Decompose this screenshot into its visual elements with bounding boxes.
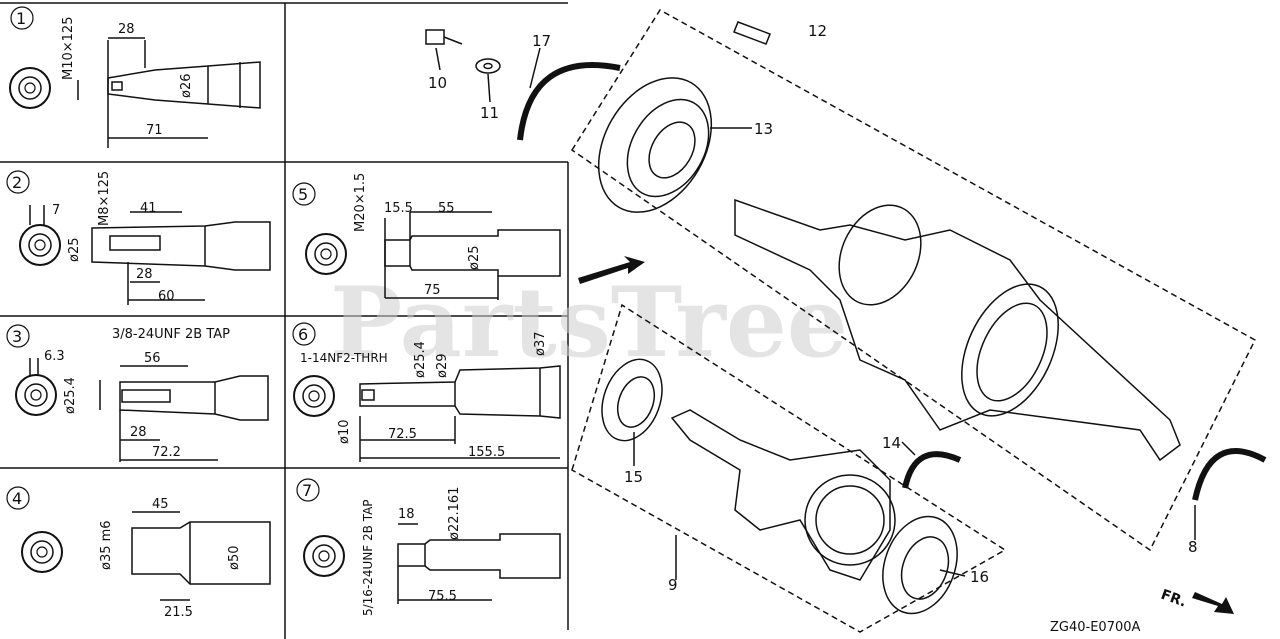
- dimension-label: 28: [130, 425, 147, 440]
- callout-11: 11: [480, 104, 499, 122]
- callout-8: 8: [1188, 538, 1198, 556]
- dimension-label: 55: [438, 201, 455, 216]
- dimension-label: 56: [144, 351, 161, 366]
- variant-grid: [0, 2, 569, 639]
- dimension-label: 45: [152, 497, 169, 512]
- dimension-label: ø25.4: [63, 377, 78, 414]
- dimension-label: 5/16-24UNF 2B TAP: [361, 499, 375, 616]
- shaft-drawing: [359, 365, 561, 462]
- variant-4: 4 45 ø35 m6 ø50 21.5: [6, 486, 271, 620]
- dimension-label: 75: [424, 283, 441, 298]
- dimension-label: 28: [136, 267, 153, 282]
- diagram-code: ZG40-E0700A: [1050, 620, 1141, 635]
- dimension-label: 41: [140, 201, 157, 216]
- dimension-label: 1-14NF2-THRH: [300, 351, 388, 365]
- front-direction-arrow: [1192, 592, 1234, 614]
- callout-13: 13: [754, 120, 773, 138]
- callout-14: 14: [882, 434, 901, 452]
- dimension-label: 7: [52, 203, 60, 218]
- variant-number: 4: [12, 489, 22, 508]
- callout-12: 12: [808, 22, 827, 40]
- variant-6: 6 1-14NF2-THRH ø25.4 ø29 ø37 ø10 72.5 15…: [292, 322, 561, 462]
- variant-5: 5 M20×1.5 15.5 55 ø25 75: [292, 173, 561, 300]
- shaft-drawing: [384, 211, 561, 300]
- shaft-drawing: [29, 358, 269, 462]
- variant-3: 3 3/8-24UNF 2B TAP 6.3 56 ø25.4 28 72.2: [6, 324, 269, 462]
- shaft-drawing: [77, 37, 261, 148]
- dimension-label: ø25.4: [413, 341, 428, 378]
- dimension-label: 72.5: [388, 427, 417, 442]
- dimension-label: ø50: [227, 546, 242, 571]
- variant-number: 1: [16, 9, 26, 28]
- crankshaft-assembly: [425, 8, 1267, 633]
- callout-17: 17: [532, 32, 551, 50]
- shaft-drawing: [397, 523, 561, 604]
- dimension-label: 21.5: [164, 605, 193, 620]
- dimension-label: ø25: [67, 238, 82, 263]
- callout-10: 10: [428, 74, 447, 92]
- dimension-label: 75.5: [428, 589, 457, 604]
- dimension-label: 60: [158, 289, 175, 304]
- dimension-label: ø37: [533, 332, 548, 357]
- dimension-label: 6.3: [44, 349, 65, 364]
- dimension-label: ø25: [467, 246, 482, 271]
- dimension-label: 15.5: [384, 201, 413, 216]
- variant-number: 3: [12, 327, 22, 346]
- callout-9: 9: [668, 576, 678, 594]
- variant-number: 6: [298, 325, 308, 344]
- callout-16: 16: [970, 568, 989, 586]
- callout-15: 15: [624, 468, 643, 486]
- variant-number: 2: [12, 173, 22, 192]
- dimension-label: 18: [398, 507, 415, 522]
- watermark: PartsTree: [330, 266, 848, 379]
- dimension-label: 71: [146, 123, 163, 138]
- variant-7: 7 5/16-24UNF 2B TAP 18 ø22.161 75.5: [296, 478, 561, 616]
- dimension-label: M10×125: [61, 17, 76, 80]
- dimension-label: ø26: [179, 74, 194, 99]
- variant-1: 1 M10×125 28 ø26 71: [9, 6, 261, 148]
- dimension-label: M8×125: [97, 171, 112, 226]
- variant-2: 2 7 M8×125 41 ø25 28 60: [6, 170, 271, 305]
- dimension-label: 28: [118, 22, 135, 37]
- part-callouts: 8 9 10 11 12 13 14 15 16 17: [428, 22, 1198, 594]
- dimension-label: 3/8-24UNF 2B TAP: [112, 327, 230, 342]
- dimension-label: ø29: [435, 354, 450, 379]
- dimension-label: 155.5: [468, 445, 505, 460]
- dimension-label: 72.2: [152, 445, 181, 460]
- variant-number: 7: [302, 481, 312, 500]
- assembly-direction-arrow: [578, 256, 645, 284]
- dimension-label: ø22.161: [447, 487, 462, 540]
- dimension-label: ø10: [337, 420, 352, 445]
- dimension-label: ø35 m6: [99, 520, 114, 570]
- shaft-drawing: [131, 511, 271, 601]
- direction-label: FR.: [1159, 587, 1189, 611]
- variant-number: 5: [298, 185, 308, 204]
- dimension-label: M20×1.5: [353, 173, 368, 232]
- shaft-drawing: [29, 205, 271, 305]
